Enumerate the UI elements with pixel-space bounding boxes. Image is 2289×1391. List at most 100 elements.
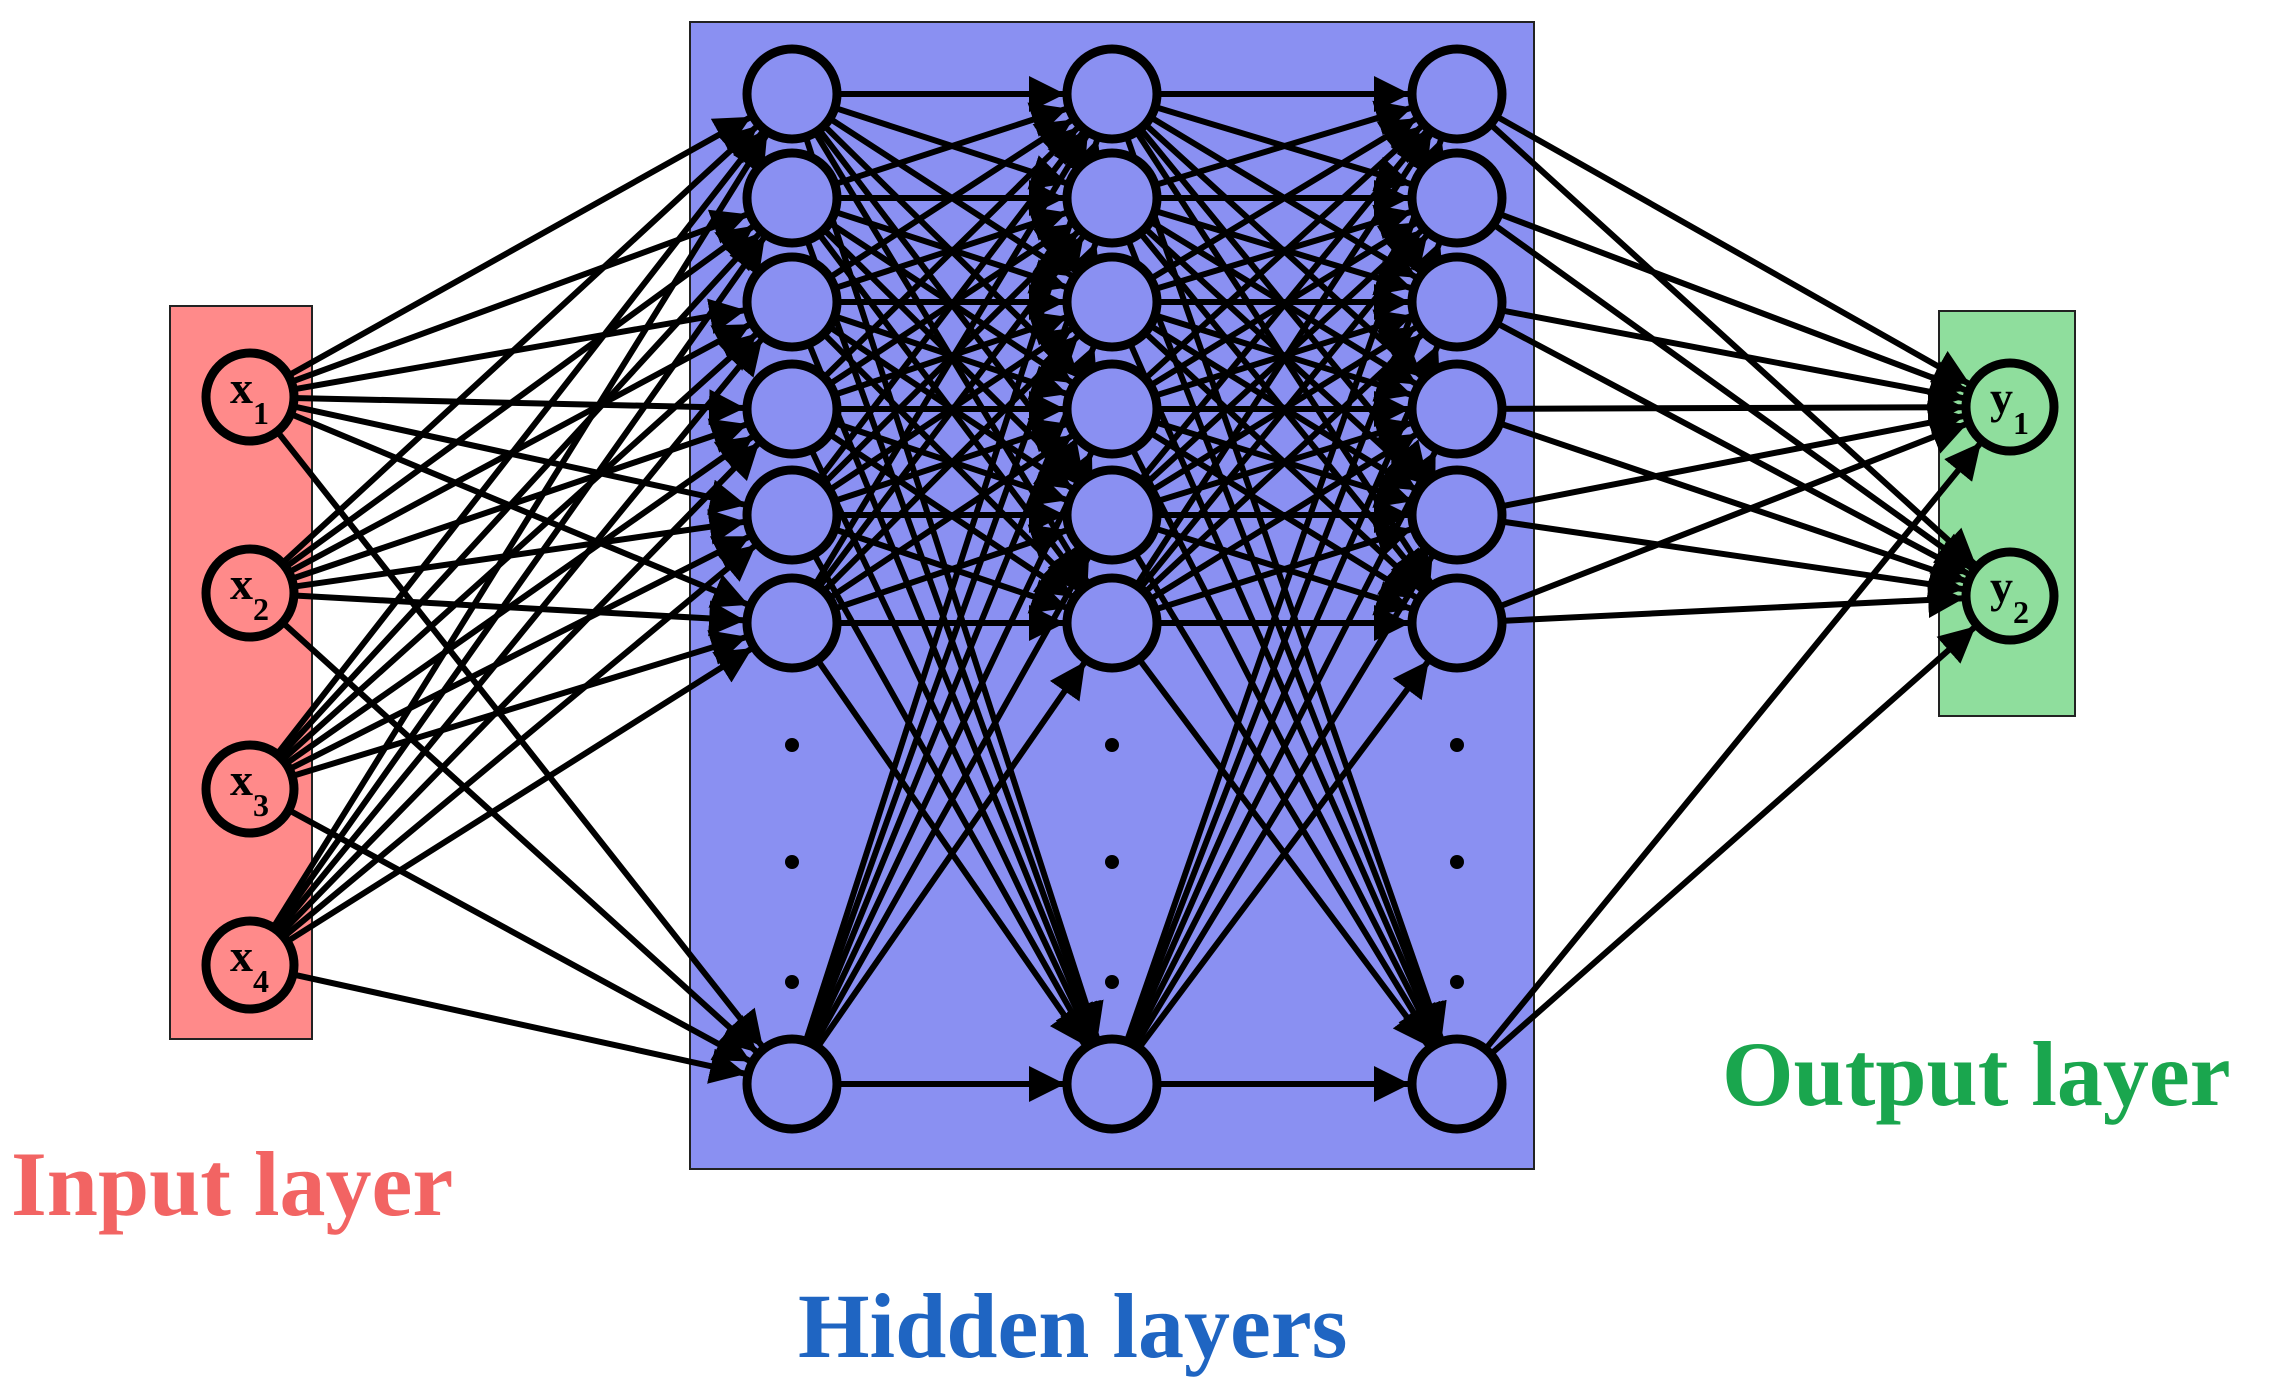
output-node-label-1: y <box>1990 372 2013 423</box>
edge-hidden-to-hidden <box>1136 309 1413 404</box>
ellipsis-dot <box>1450 975 1464 989</box>
input-node-label-4-subscript: 4 <box>253 963 269 999</box>
hidden-node-l3-5 <box>1407 465 1507 565</box>
ellipsis-dot <box>1450 855 1464 869</box>
edge-hidden-to-hidden <box>1137 204 1413 298</box>
edge-input-to-hidden <box>272 533 752 780</box>
edge-hidden-to-hidden <box>1126 232 1430 604</box>
edge-input-to-hidden <box>275 967 747 1084</box>
edge-hidden-to-hidden <box>802 554 1092 1062</box>
hidden-node-l3-6 <box>1407 573 1507 673</box>
edge-hidden-to-output <box>1481 414 1968 587</box>
edge-hidden-to-output <box>1483 515 1965 602</box>
edge-input-to-hidden <box>267 608 760 1055</box>
edge-hidden-to-hidden <box>812 106 1075 279</box>
hidden-node-l2-6 <box>1062 573 1162 673</box>
edge-hidden-to-hidden <box>1137 98 1413 192</box>
ellipsis-dot <box>1105 855 1119 869</box>
hidden-node-l1-1 <box>742 44 842 144</box>
edge-hidden-to-hidden <box>1137 100 1413 194</box>
edge-input-to-hidden <box>268 542 758 951</box>
edge-hidden-to-hidden <box>797 137 1104 1060</box>
edge-hidden-to-hidden <box>804 659 1088 1064</box>
edge-hidden-to-hidden <box>1133 431 1419 612</box>
edge-hidden-to-output <box>1474 109 1978 568</box>
edge-hidden-to-hidden <box>816 311 1069 404</box>
edge-hidden-to-output <box>1481 204 1969 395</box>
ellipsis-dot <box>785 975 799 989</box>
input-node-label-2: x <box>230 558 253 609</box>
connection-edges <box>261 76 1984 1102</box>
edge-hidden-to-hidden <box>816 524 1069 618</box>
output-node-2 <box>1961 547 2059 645</box>
edge-input-to-hidden <box>271 798 753 1065</box>
edge-hidden-to-hidden <box>809 124 1081 393</box>
edge-hidden-to-output <box>1475 624 1978 1069</box>
edge-hidden-to-hidden <box>1126 128 1430 497</box>
output-node-label-2-subscript: 2 <box>2013 594 2029 630</box>
hidden-node-l1-6 <box>742 573 842 673</box>
edge-hidden-to-output <box>1479 312 1971 578</box>
edge-hidden-to-hidden <box>816 206 1069 297</box>
input-node-label-2-subscript: 2 <box>253 591 269 627</box>
edge-hidden-to-hidden <box>816 203 1069 294</box>
hidden-node-l3-1 <box>1407 44 1507 144</box>
edge-hidden-to-hidden <box>1133 219 1419 398</box>
input-node-label-1: x <box>230 362 253 413</box>
hidden-layers-caption: Hidden layers <box>798 1275 1347 1377</box>
output-node-label-2: y <box>1990 561 2013 612</box>
hidden-node-l3-7 <box>1407 1034 1507 1134</box>
edge-input-to-hidden <box>262 234 768 946</box>
edge-hidden-to-output <box>1471 440 1984 1065</box>
edge-input-to-hidden <box>265 230 763 772</box>
output-layer-caption: Output layer <box>1722 1023 2231 1125</box>
edge-hidden-to-hidden <box>1120 343 1441 1061</box>
input-node-1 <box>201 348 299 446</box>
input-node-4 <box>201 916 299 1014</box>
hidden-node-l2-4 <box>1062 359 1162 459</box>
edge-hidden-to-hidden <box>1129 331 1425 607</box>
edge-hidden-to-hidden <box>816 102 1069 193</box>
edge-hidden-to-hidden <box>812 221 1075 397</box>
hidden-node-l1-2 <box>742 148 842 248</box>
edge-hidden-to-hidden <box>1119 240 1444 1060</box>
edge-hidden-to-hidden <box>805 129 1086 496</box>
edge-hidden-to-hidden <box>1121 449 1439 1062</box>
hidden-node-l3-4 <box>1407 359 1507 459</box>
edge-hidden-to-hidden <box>1129 123 1425 394</box>
edge-input-to-hidden <box>271 114 753 387</box>
edge-hidden-to-hidden <box>812 432 1075 611</box>
ellipsis-dot <box>785 738 799 752</box>
input-layer-caption: Input layer <box>11 1133 453 1235</box>
input-node-label-3: x <box>230 754 253 805</box>
edge-input-to-hidden <box>267 331 760 774</box>
ellipsis-dot <box>1450 738 1464 752</box>
edge-hidden-to-hidden <box>805 233 1087 604</box>
edge-input-to-hidden <box>269 433 756 777</box>
edge-hidden-to-hidden <box>809 228 1081 499</box>
edge-input-to-hidden <box>261 132 770 945</box>
ellipsis-dot <box>1105 738 1119 752</box>
edge-hidden-to-hidden <box>800 450 1095 1061</box>
edge-hidden-to-output <box>1482 304 1966 410</box>
edge-hidden-to-hidden <box>1124 131 1434 603</box>
hidden-ellipsis-dots <box>785 738 1464 989</box>
edge-hidden-to-hidden <box>799 344 1098 1061</box>
ellipsis-dot <box>785 855 799 869</box>
hidden-node-l3-2 <box>1407 148 1507 248</box>
edge-hidden-to-output <box>1483 389 1965 426</box>
edge-hidden-to-output <box>1482 405 1966 513</box>
edge-hidden-to-output <box>1481 420 1969 616</box>
edge-hidden-to-hidden <box>1136 522 1413 618</box>
edge-hidden-to-hidden <box>808 333 1081 607</box>
edge-input-to-hidden <box>263 129 766 771</box>
edge-hidden-to-hidden <box>1136 307 1413 402</box>
edge-hidden-to-output <box>1477 211 1975 572</box>
ellipsis-dot <box>1105 975 1119 989</box>
output-node-1 <box>1961 358 2059 456</box>
edge-hidden-to-output <box>1479 104 1972 387</box>
edge-hidden-to-hidden <box>798 241 1101 1060</box>
